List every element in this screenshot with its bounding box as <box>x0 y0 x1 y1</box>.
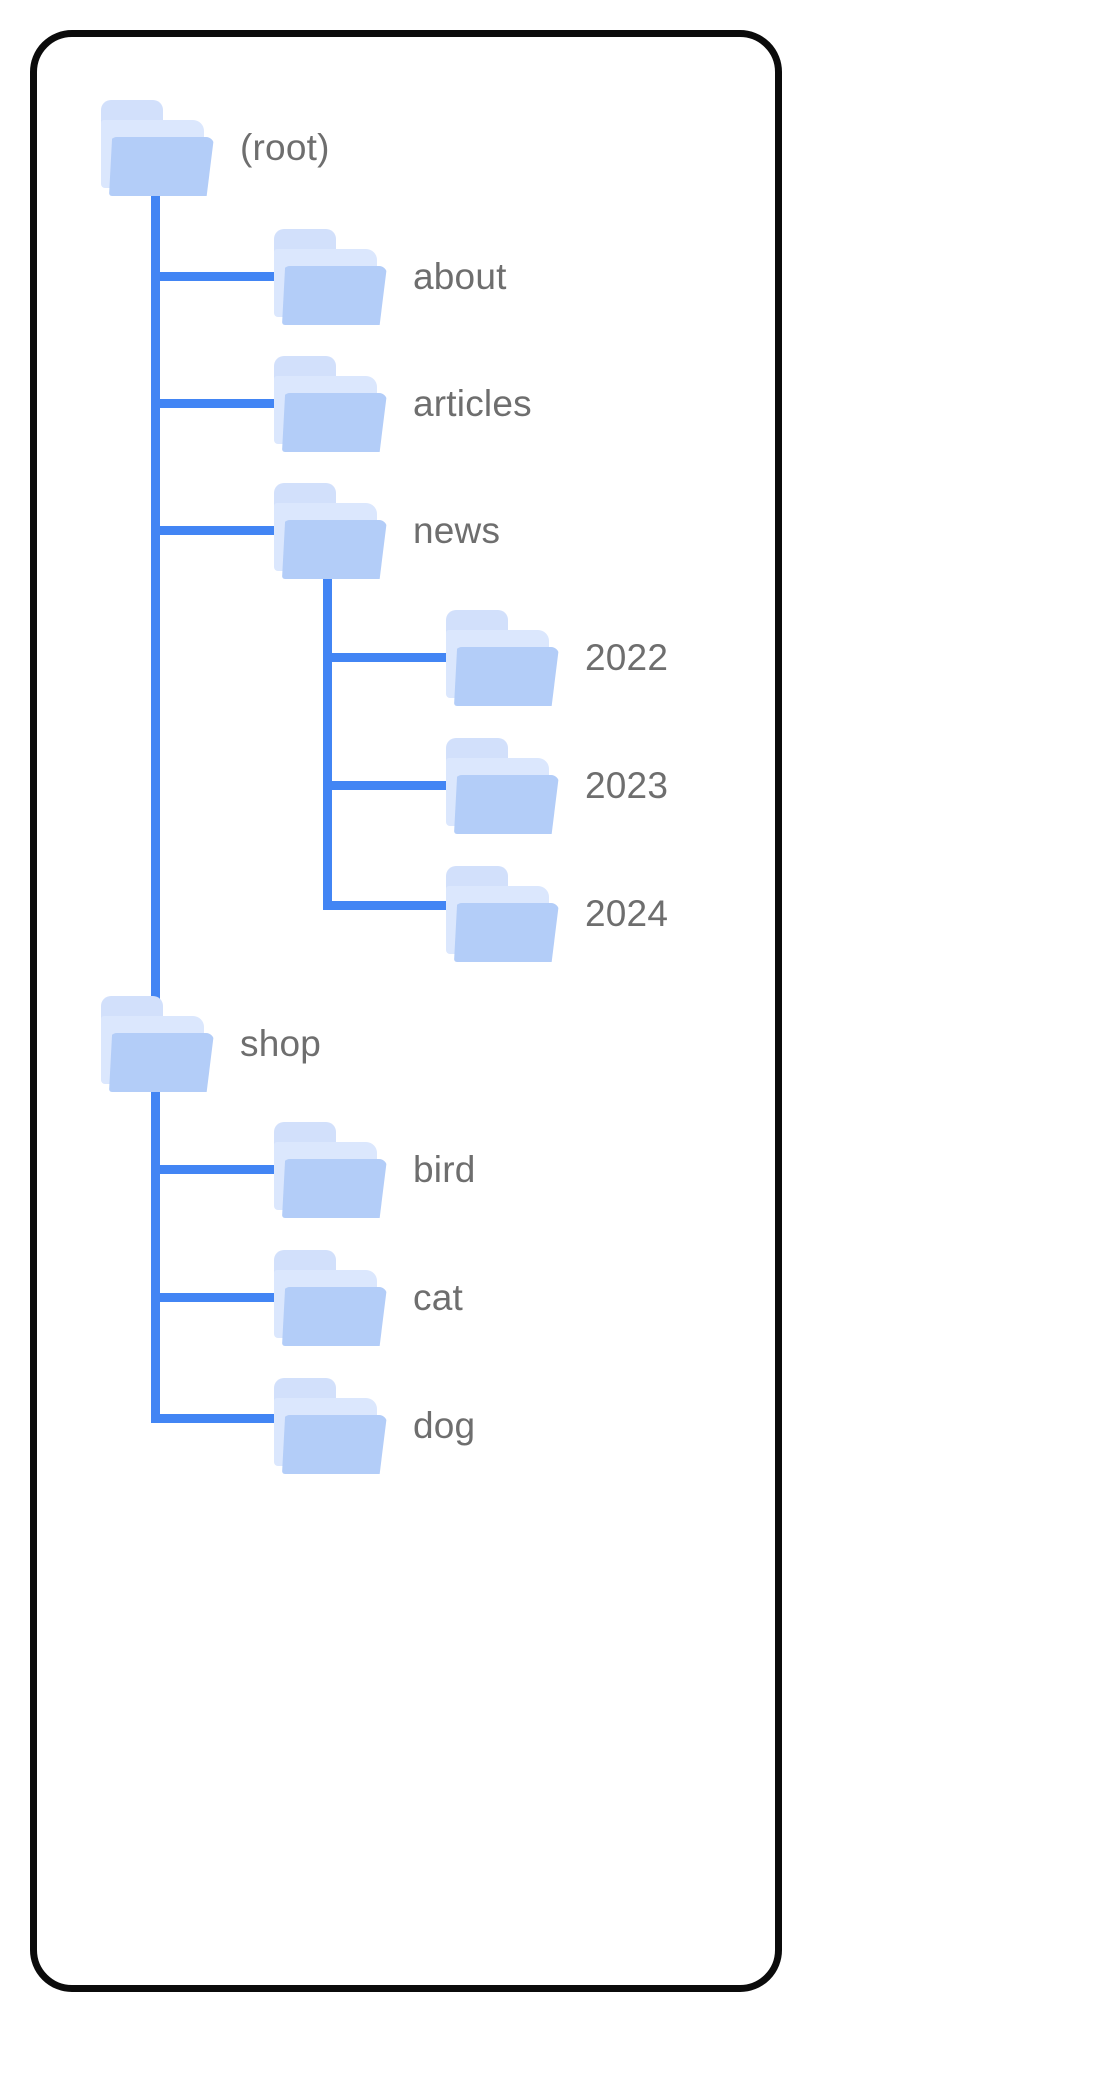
tree-node-label: (root) <box>240 127 330 168</box>
tree-node-label: dog <box>413 1405 476 1446</box>
tree-node-dog[interactable]: dog <box>270 1378 475 1474</box>
folder-flap-shape <box>282 266 387 325</box>
tree-node-label: bird <box>413 1149 476 1190</box>
folder-icon <box>270 1122 391 1218</box>
connector-shop-bird <box>151 1165 285 1174</box>
connector-news-2024 <box>323 901 457 910</box>
folder-flap-shape <box>282 1287 387 1346</box>
tree-node-label: shop <box>240 1023 322 1064</box>
tree-node-label: about <box>413 256 507 297</box>
tree-node-root[interactable]: (root) <box>97 100 330 196</box>
connector-trunk-news <box>323 560 332 910</box>
folder-icon <box>442 738 563 834</box>
tree-node-label: 2022 <box>585 637 669 678</box>
folder-icon <box>97 100 218 196</box>
connector-shop-dog <box>151 1414 285 1423</box>
tree-node-label: news <box>413 510 501 551</box>
tree-node-label: 2024 <box>585 893 669 934</box>
tree-node-news[interactable]: news <box>270 483 500 579</box>
tree-node-about[interactable]: about <box>270 229 507 325</box>
folder-flap-shape <box>454 903 559 962</box>
folder-flap-shape <box>454 647 559 706</box>
folder-flap-shape <box>109 137 214 196</box>
tree-node-label: cat <box>413 1277 463 1318</box>
folder-flap-shape <box>282 1415 387 1474</box>
tree-node-shop[interactable]: shop <box>97 996 321 1092</box>
connector-news-2023 <box>323 781 457 790</box>
tree-node-label: 2023 <box>585 765 669 806</box>
folder-icon <box>442 866 563 962</box>
folder-flap-shape <box>454 775 559 834</box>
folder-flap-shape <box>282 1159 387 1218</box>
folder-icon <box>270 483 391 579</box>
folder-flap-shape <box>282 393 387 452</box>
tree-node-cat[interactable]: cat <box>270 1250 463 1346</box>
tree-node-2024[interactable]: 2024 <box>442 866 668 962</box>
connector-trunk-shop <box>151 1073 160 1423</box>
folder-icon <box>270 229 391 325</box>
connector-news-2022 <box>323 653 457 662</box>
tree-node-2023[interactable]: 2023 <box>442 738 668 834</box>
connector-root-news <box>151 526 285 535</box>
connector-root-articles <box>151 399 285 408</box>
tree-node-2022[interactable]: 2022 <box>442 610 668 706</box>
connector-root-about <box>151 272 285 281</box>
folder-flap-shape <box>282 520 387 579</box>
folder-icon <box>270 1250 391 1346</box>
folder-icon <box>270 356 391 452</box>
folder-icon <box>270 1378 391 1474</box>
connector-trunk-root <box>151 178 160 1024</box>
folder-icon <box>442 610 563 706</box>
folder-flap-shape <box>109 1033 214 1092</box>
folder-icon <box>97 996 218 1092</box>
connector-shop-cat <box>151 1293 285 1302</box>
tree-node-label: articles <box>413 383 532 424</box>
tree-node-articles[interactable]: articles <box>270 356 532 452</box>
tree-node-bird[interactable]: bird <box>270 1122 476 1218</box>
